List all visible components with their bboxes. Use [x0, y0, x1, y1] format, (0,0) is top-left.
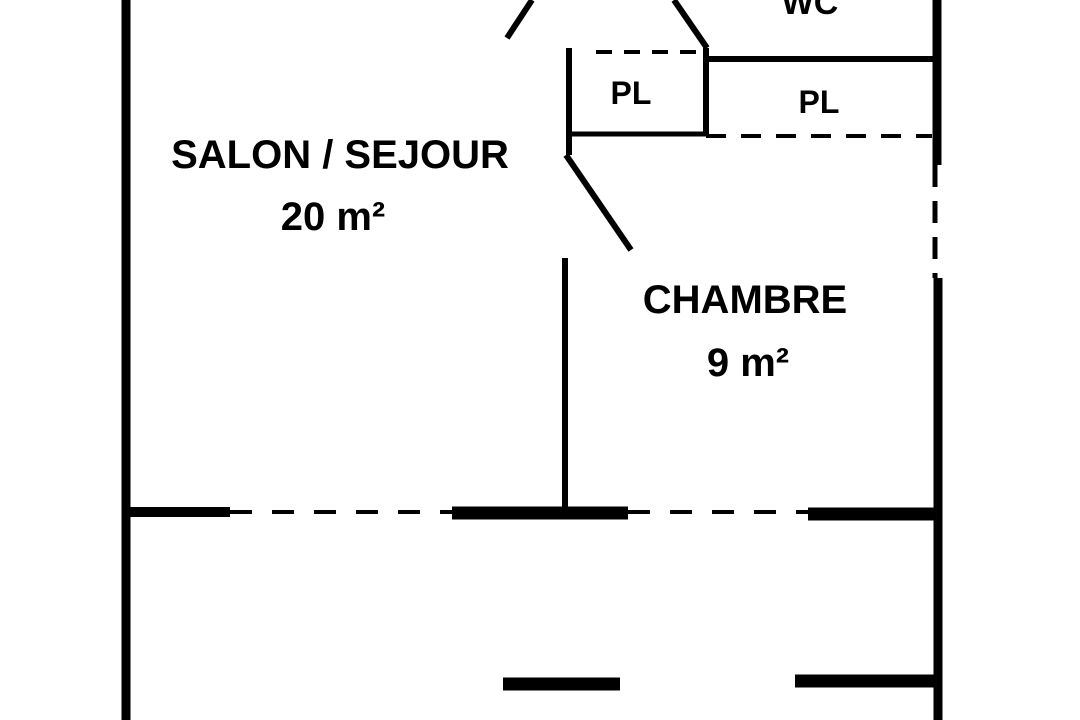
window-openings [230, 165, 938, 514]
door-diagonal-left [504, 0, 535, 40]
chambre-name-label: CHAMBRE [643, 278, 847, 322]
interior-walls [504, 0, 937, 512]
salon-area-label: 20 m² [281, 195, 386, 239]
room-labels: SALON / SEJOUR 20 m² CHAMBRE 9 m² WC PL … [171, 0, 847, 385]
chambre-area-label: 9 m² [707, 341, 789, 385]
placard-label-1: PL [611, 75, 652, 111]
separation-walls [126, 506, 942, 691]
salon-name-label: SALON / SEJOUR [171, 133, 509, 177]
chambre-door-swing [563, 153, 634, 252]
door-diagonal-right [671, 0, 710, 50]
placard-label-2: PL [799, 84, 840, 120]
outer-walls [121, 0, 943, 720]
wc-label: WC [782, 0, 839, 22]
